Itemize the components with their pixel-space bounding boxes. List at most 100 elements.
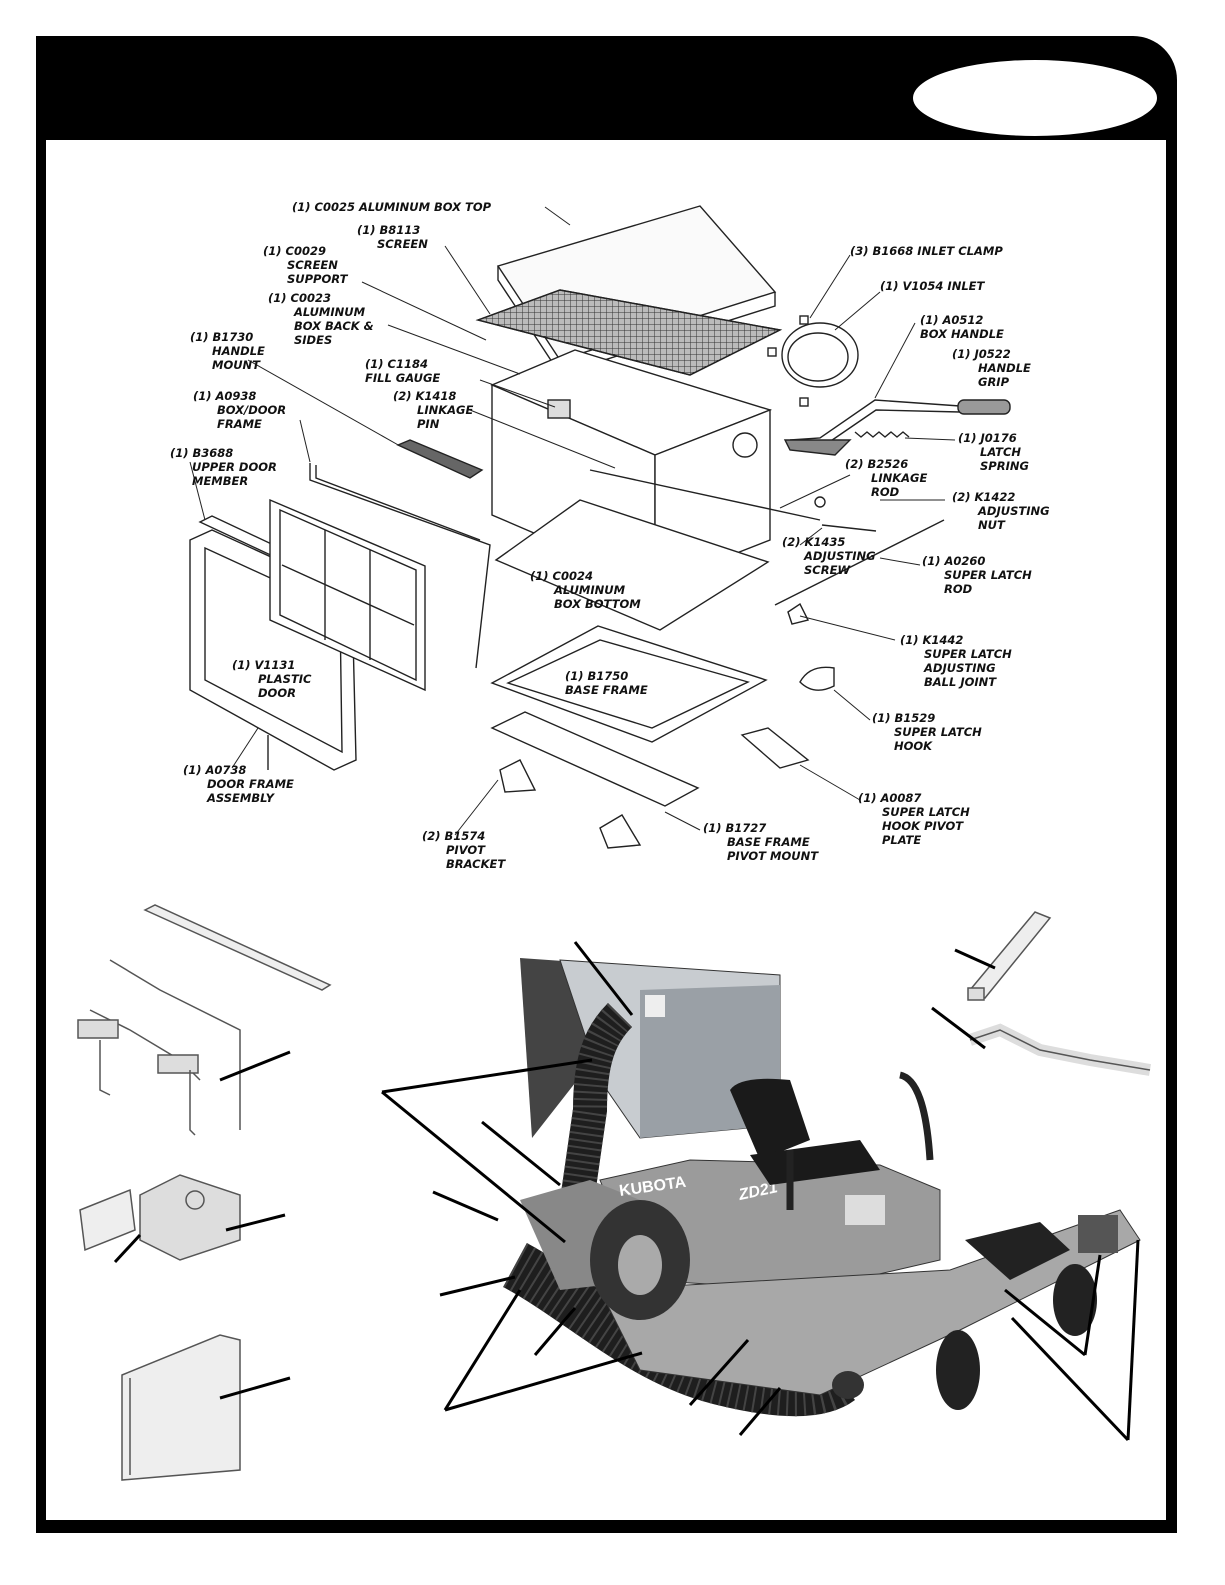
part-label-line: (2) K1435 (782, 535, 845, 549)
part-label-line: BALL JOINT (924, 675, 997, 689)
part-label-line: LINKAGE (417, 403, 473, 417)
handle-mount-drawing (396, 439, 484, 479)
part-label-line: (3) B1668 INLET CLAMP (850, 244, 1003, 258)
part-label-line: (1) B8113 (357, 223, 420, 237)
part-label-line: ASSEMBLY (206, 791, 276, 805)
part-label-line: HOOK PIVOT (882, 819, 964, 833)
part-label-line: SUPER LATCH (924, 647, 1012, 661)
inlet-drawing (767, 315, 859, 407)
part-label-line: MEMBER (192, 474, 248, 488)
part-label-line: PIN (417, 417, 440, 431)
part-label-line: BOX HANDLE (920, 327, 1004, 341)
part-label-line: (1) A0738 (183, 763, 246, 777)
box-handle-drawing (783, 399, 961, 456)
part-label-line: (2) B2526 (845, 457, 908, 471)
photo-leader-lines (113, 941, 1140, 1442)
part-label-line: (1) A0938 (193, 389, 256, 403)
box-door-frame-drawing (309, 463, 491, 669)
mower-photo: KUBOTA ZD21 (502, 958, 1141, 1417)
part-label-line: (1) J0522 (952, 347, 1011, 361)
part-label-line: BOX BOTTOM (554, 597, 641, 611)
super-latch-hook-drawing (799, 666, 835, 691)
part-label-line: BRACKET (446, 857, 506, 871)
linkage-rod-drawing (589, 469, 821, 521)
part-label-line: (1) B1529 (872, 711, 935, 725)
part-label-line: NUT (978, 518, 1006, 532)
mount-plate-drawing (121, 1334, 241, 1481)
part-label-line: (1) J0176 (958, 431, 1017, 445)
part-label-line: PIVOT MOUNT (727, 849, 819, 863)
part-label-line: ADJUSTING (803, 549, 876, 563)
part-label-line: (1) C0025 ALUMINUM BOX TOP (292, 200, 492, 214)
part-label-p1: (1) C0025 ALUMINUM BOX TOP (292, 200, 492, 214)
part-label-line: (1) A0512 (920, 313, 983, 327)
part-label-line: ADJUSTING (923, 661, 996, 675)
part-label-line: ROD (944, 582, 973, 596)
part-label-line: PLATE (882, 833, 921, 847)
screen-drawing (475, 289, 783, 376)
part-label-line: SCREW (804, 563, 851, 577)
part-label-line: (1) C0023 (268, 291, 331, 305)
part-label-line: SUPER LATCH (894, 725, 982, 739)
part-label-line: DOOR FRAME (207, 777, 294, 791)
part-label-line: UPPER DOOR (192, 460, 277, 474)
ball-joint-drawing (787, 602, 810, 625)
part-label-line: BOX/DOOR (217, 403, 286, 417)
part-label-p10: (3) B1668 INLET CLAMP (850, 244, 1003, 258)
part-label-line: (1) B1727 (703, 821, 766, 835)
hitch-plate-drawing (79, 1174, 241, 1261)
part-label-line: BASE FRAME (565, 683, 648, 697)
part-label-line: (1) C1184 (365, 357, 428, 371)
part-label-line: SUPER LATCH (944, 568, 1032, 582)
part-label-line: (1) V1131 (232, 658, 295, 672)
square-tube-drawing (967, 911, 1052, 1001)
plastic-door-drawing (269, 498, 426, 692)
part-label-line: (2) B1574 (422, 829, 485, 843)
part-label-line: LATCH (980, 445, 1021, 459)
part-label-line: (1) C0029 (263, 244, 326, 258)
part-label-line: ALUMINUM (293, 305, 366, 319)
part-label-line: PIVOT (446, 843, 486, 857)
part-label-line: (1) A0260 (922, 554, 985, 568)
part-label-line: HANDLE (978, 361, 1031, 375)
super-latch-rod-drawing (774, 519, 945, 606)
part-label-line: (1) K1442 (900, 633, 963, 647)
part-label-line: HOOK (894, 739, 933, 753)
part-label-line: SCREEN (287, 258, 338, 272)
part-label-line: (1) B1730 (190, 330, 253, 344)
part-label-line: ADJUSTING (977, 504, 1050, 518)
part-label-line: PLASTIC (258, 672, 312, 686)
bracket-frame-drawing (77, 904, 332, 1136)
part-label-line: BASE FRAME (727, 835, 810, 849)
part-label-line: (1) V1054 INLET (880, 279, 986, 293)
part-label-line: SCREEN (377, 237, 428, 251)
part-label-line: FRAME (217, 417, 262, 431)
part-label-p11: (1) V1054 INLET (880, 279, 986, 293)
part-label-line: (2) K1418 (393, 389, 456, 403)
deck-attachment (965, 1215, 1118, 1280)
part-label-line: FILL GAUGE (365, 371, 440, 385)
bent-tube-drawing (968, 1023, 1151, 1076)
part-label-line: BOX BACK & (294, 319, 374, 333)
part-label-line: LINKAGE (871, 471, 927, 485)
control-levers (786, 1071, 934, 1210)
